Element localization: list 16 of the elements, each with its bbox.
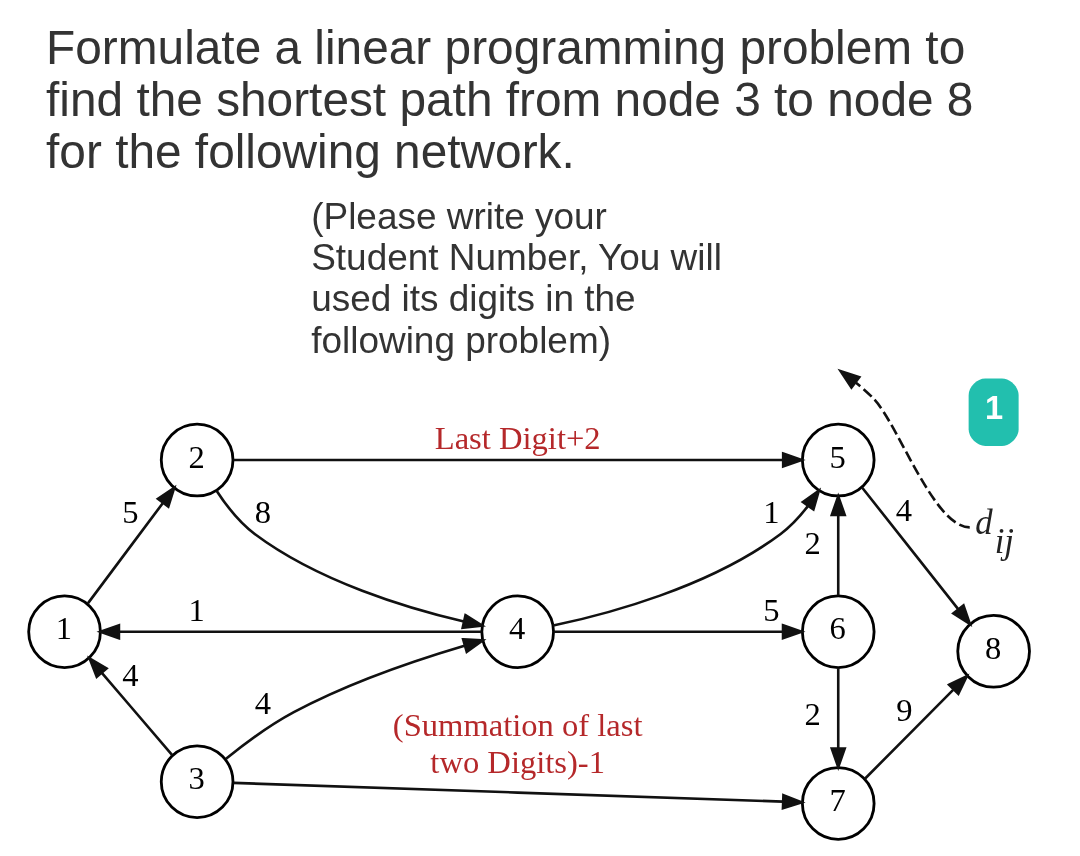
label: (Please write your Student Number, You will used its digits in the following problem) (310, 195, 722, 361)
edge-label: 4 (254, 685, 271, 722)
edge-label: 9 (895, 691, 913, 728)
label: 1 (984, 388, 1003, 426)
edge-label: (Summation of last two Digits)-1 (392, 707, 643, 781)
diagram-title: Formulate a linear programming problem to find the shortest path from node 3 to node 8 for the following network. (45, 20, 973, 178)
edge-label: 5 (121, 494, 138, 531)
edge-label: 8 (254, 494, 271, 531)
edge-label: 2 (804, 696, 821, 733)
edge-label: 4 (121, 657, 138, 694)
edge-label: 5 (762, 591, 780, 628)
edge-label: Last Digit+2 (434, 420, 601, 457)
edge-label: 1 (762, 494, 780, 531)
edge-label: 1 (187, 591, 205, 628)
edge-label: 4 (895, 491, 912, 528)
edge-label: 2 (804, 524, 821, 561)
